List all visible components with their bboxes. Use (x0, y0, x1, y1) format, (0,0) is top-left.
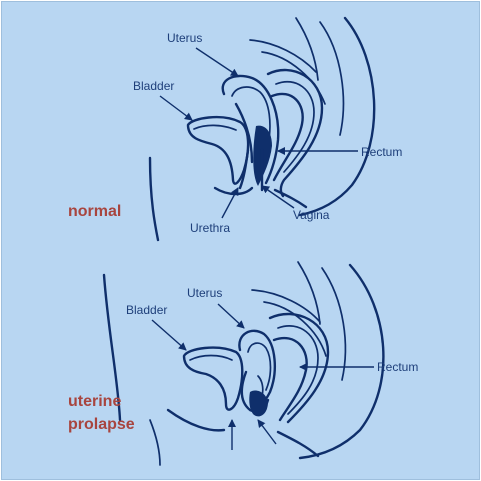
prolapse-anatomy (104, 262, 383, 465)
state-label-prolapse-line1: uterine (68, 393, 121, 410)
arrow-uterus-prolapse (218, 304, 244, 328)
label-vagina: Vagina (293, 208, 330, 222)
arrow-vagina-prolapse (258, 420, 276, 444)
normal-anatomy (150, 18, 374, 240)
label-rectum-prolapse: Rectum (377, 360, 418, 374)
arrow-bladder (160, 96, 192, 120)
state-label-prolapse-line2: prolapse (68, 416, 135, 433)
label-rectum: Rectum (361, 145, 402, 159)
label-uterus: Uterus (167, 31, 202, 45)
arrow-bladder-prolapse (152, 320, 186, 350)
label-uterus-prolapse: Uterus (187, 286, 222, 300)
label-bladder-prolapse: Bladder (126, 303, 167, 317)
arrow-uterus (196, 48, 238, 76)
state-label-normal: normal (68, 203, 121, 220)
label-bladder: Bladder (133, 79, 174, 93)
label-urethra: Urethra (190, 221, 230, 235)
normal-labels: normal Uterus Bladder Rectum Vagina Uret… (68, 31, 402, 235)
